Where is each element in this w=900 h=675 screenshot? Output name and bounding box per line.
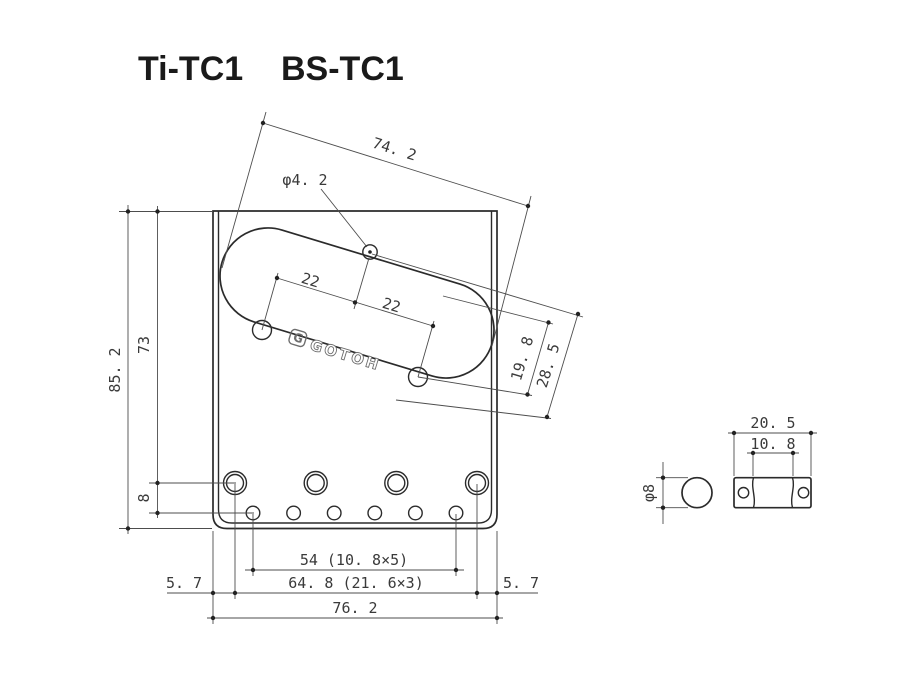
dim-bottom-widths: 54 (10. 8×5) 64. 8 (21. 6×3) 5. 7 5. 7 7… xyxy=(166,484,539,624)
extension-line xyxy=(417,376,533,396)
guide-hole xyxy=(362,244,378,260)
dim-saddle-width: 20. 5 xyxy=(728,414,817,476)
saddle-screw-hole-right xyxy=(797,486,810,499)
dim-label-offset-outer: 28. 5 xyxy=(533,341,563,389)
dim-saddle-string-spacing: 10. 8 xyxy=(747,435,799,476)
dim-label-edge-margin-left: 5. 7 xyxy=(166,574,202,592)
dimension-line xyxy=(527,322,549,395)
dim-label-screw-span: 64. 8 (21. 6×3) xyxy=(288,574,423,592)
pickup-screw-hole-right xyxy=(407,366,429,388)
mounting-holes xyxy=(222,470,490,496)
dim-label-string-hole-offset: 8 xyxy=(135,493,153,502)
dim-label-width-total: 76. 2 xyxy=(332,599,377,617)
extension-line xyxy=(491,195,532,347)
dim-guide-hole-dia: φ4. 2 xyxy=(282,171,368,248)
gotoh-logo-mark: G xyxy=(291,330,305,346)
gotoh-logo: G GOTOH xyxy=(288,328,383,375)
bridge-plate-top-view: G GOTOH xyxy=(212,210,498,530)
dimension-line xyxy=(262,122,529,207)
saddle-dimensions: 20. 5 10. 8 φ8 xyxy=(640,414,817,524)
dim-label-cutout-length: 74. 2 xyxy=(370,134,418,165)
pickup-cutout xyxy=(219,227,495,379)
gotoh-logo-mark-box xyxy=(288,328,308,348)
dim-pickup-screw-spacing: 22 22 xyxy=(261,257,436,378)
extension-line xyxy=(417,320,435,378)
dim-label-edge-margin-right: 5. 7 xyxy=(503,574,539,592)
dimension-line xyxy=(546,313,579,418)
leader-line xyxy=(320,188,368,248)
dim-label-pickup-screw-left: 22 xyxy=(299,269,322,292)
saddle-barrel-circle xyxy=(681,476,713,509)
dim-offset-outer: 28. 5 xyxy=(371,253,584,420)
dim-saddle-barrel-dia: φ8 xyxy=(640,462,688,524)
saddle-screw-hole-left xyxy=(737,486,750,499)
pickup-screw-hole-left xyxy=(251,319,273,341)
extension-line xyxy=(371,253,584,318)
page-subtitle: BS-TC1 xyxy=(281,50,404,88)
extension-line xyxy=(442,295,554,325)
extension-line xyxy=(353,257,370,310)
dim-offset-inner: 19. 8 xyxy=(417,295,554,397)
saddle-front-view xyxy=(733,476,812,509)
dim-label-saddle-string-spacing: 10. 8 xyxy=(750,435,795,453)
dim-left-heights: 85. 2 73 8 xyxy=(106,205,254,534)
dim-cutout-length: 74. 2 xyxy=(221,111,532,347)
dim-label-string-span: 54 (10. 8×5) xyxy=(300,551,408,569)
dim-label-saddle-barrel-dia: φ8 xyxy=(640,484,658,502)
page-title: Ti-TC1 xyxy=(138,50,243,88)
plate-dimensions: 74. 2 φ4. 2 22 22 19. 8 xyxy=(106,111,584,624)
saddle-string-groove-left xyxy=(751,477,756,508)
dim-label-saddle-width: 20. 5 xyxy=(750,414,795,432)
dim-label-height-to-screws: 73 xyxy=(135,336,153,354)
dim-label-guide-hole-dia: φ4. 2 xyxy=(282,171,327,189)
string-through-holes xyxy=(245,505,464,521)
extension-line xyxy=(395,399,552,419)
guide-hole-center-dot xyxy=(368,250,372,254)
saddle-string-groove-right xyxy=(790,477,795,508)
dim-label-height-total: 85. 2 xyxy=(106,347,124,392)
plate-inner-outline xyxy=(217,211,493,524)
extension-line xyxy=(261,272,279,331)
saddle-side-view xyxy=(681,476,713,509)
extension-line xyxy=(221,111,267,269)
gotoh-logo-text: GOTOH xyxy=(308,336,383,374)
plate-outer-outline xyxy=(212,210,498,530)
saddle-body xyxy=(733,476,812,509)
dim-label-pickup-screw-right: 22 xyxy=(380,294,403,317)
